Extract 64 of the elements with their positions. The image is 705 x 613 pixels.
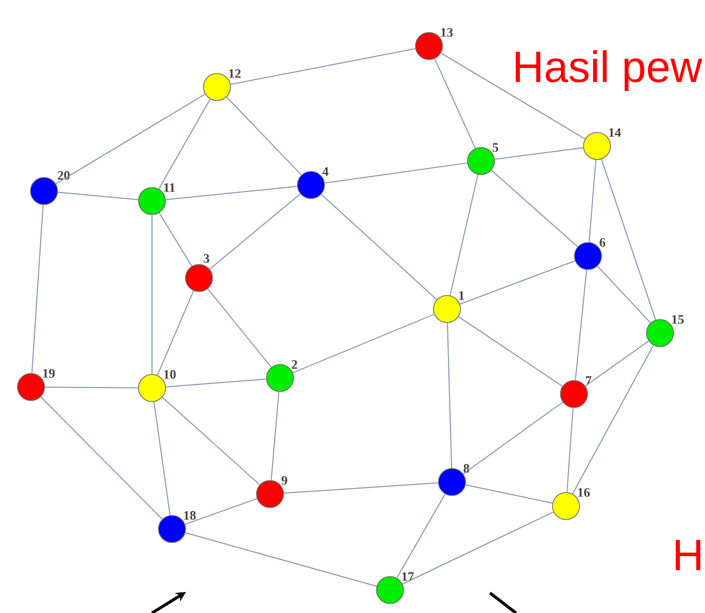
graph-edge: [572, 344, 654, 494]
graph-edge: [292, 314, 435, 374]
graph-edge: [31, 204, 44, 374]
graph-edge: [465, 484, 553, 504]
graph-edge: [184, 532, 378, 587]
vertex-number: 16: [578, 488, 590, 497]
graph-edge: [584, 340, 650, 386]
graph-edge: [40, 396, 163, 520]
graph-edge: [165, 378, 267, 388]
graph-edge: [566, 407, 574, 493]
graph-edge: [184, 498, 258, 525]
graph-edge: [44, 386, 139, 388]
vertex-number: 3: [204, 254, 210, 263]
graph-edge: [158, 98, 211, 190]
graph-edge: [446, 322, 452, 469]
vertex-number: 7: [586, 376, 592, 385]
vertex-number: 15: [672, 315, 684, 324]
graph-edge: [57, 192, 139, 200]
graph-edge: [600, 158, 656, 320]
graph-edge: [324, 162, 468, 184]
graph-edge: [462, 402, 564, 474]
vertex-number: 2: [292, 360, 298, 369]
graph-edge: [458, 316, 563, 387]
vertex-number: 20: [58, 171, 70, 180]
heading-text: Hasil pew: [516, 50, 702, 92]
graph-edge: [207, 288, 272, 368]
graph-edge: [158, 212, 192, 267]
vertex-number: 14: [609, 128, 621, 137]
heading-text: H: [676, 540, 700, 570]
graph-edge: [494, 147, 584, 160]
graph-edge: [597, 266, 651, 324]
vertex-number: 9: [282, 476, 288, 485]
graph-edge: [434, 58, 476, 149]
graph-edge: [230, 48, 416, 85]
graph-edge: [165, 186, 298, 200]
graph-edge: [270, 391, 280, 481]
vertex-number: 19: [43, 369, 55, 378]
graph-edge: [490, 170, 578, 248]
graph-edge: [55, 94, 206, 184]
graph-edge: [396, 494, 446, 578]
vertex-number: 17: [402, 572, 414, 581]
graph-edge: [574, 269, 588, 381]
graph-edge: [402, 511, 554, 584]
vertex-number: 8: [464, 464, 470, 473]
vertex-number: 11: [164, 183, 175, 192]
vertex-number: 6: [600, 238, 606, 247]
vertex-number: 4: [322, 167, 328, 176]
vertex-number: 12: [229, 69, 241, 78]
graph-edge: [209, 193, 301, 270]
graph-edge: [320, 194, 438, 300]
graph-edge: [588, 159, 596, 243]
graph-edge: [283, 482, 439, 494]
graph-edge: [153, 401, 171, 516]
graph-edge: [440, 52, 586, 140]
graph-edge: [450, 174, 478, 296]
vertex-number: 18: [184, 511, 196, 520]
vertex-number: 5: [492, 143, 498, 152]
graph-edge: [162, 396, 260, 486]
graph-edge: [156, 290, 194, 376]
vertex-number: 10: [164, 370, 176, 379]
vertex-number: 1: [459, 291, 464, 300]
graph-edge: [226, 96, 302, 176]
vertex-number: 13: [441, 28, 453, 37]
graph-edge: [460, 260, 576, 305]
